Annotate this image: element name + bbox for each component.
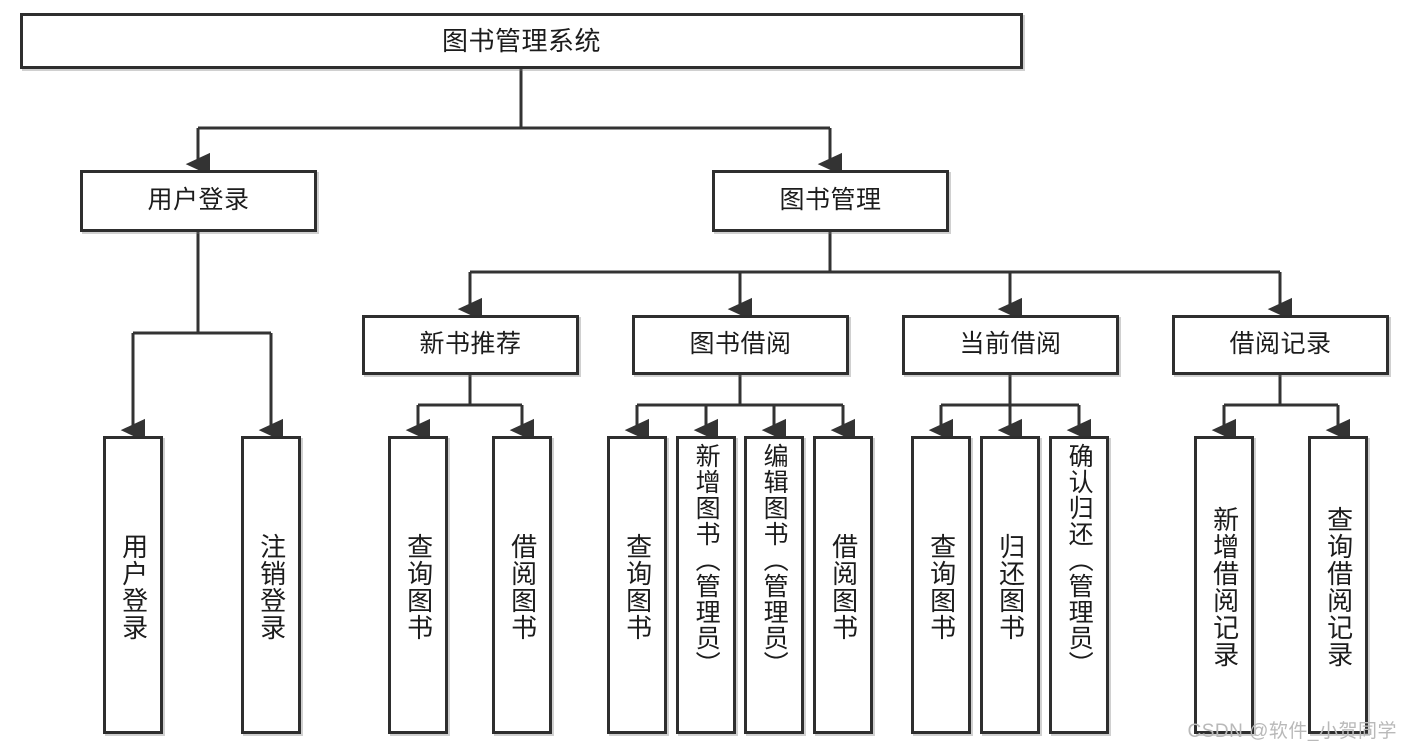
node-book-borrow-label: 图书借阅 bbox=[689, 330, 792, 359]
node-book-management-label: 图书管理 bbox=[779, 186, 882, 215]
leaf-cb-query-book-label: 查询图书 bbox=[926, 533, 957, 641]
leaf-br-query-record-label: 查询借阅记录 bbox=[1323, 506, 1354, 668]
node-book-management[interactable]: 图书管理 bbox=[712, 170, 949, 232]
node-user-login[interactable]: 用户登录 bbox=[80, 170, 317, 232]
leaf-user-login-label: 用户登录 bbox=[118, 533, 149, 641]
node-book-borrow[interactable]: 图书借阅 bbox=[632, 315, 849, 375]
leaf-bb-borrow-book[interactable]: 借阅图书 bbox=[813, 436, 873, 734]
node-root-system[interactable]: 图书管理系统 bbox=[20, 13, 1023, 69]
leaf-bb-query-book[interactable]: 查询图书 bbox=[607, 436, 667, 734]
leaf-nb-query-book[interactable]: 查询图书 bbox=[388, 436, 448, 734]
node-user-login-label: 用户登录 bbox=[147, 186, 250, 215]
leaf-cb-query-book[interactable]: 查询图书 bbox=[911, 436, 971, 734]
node-current-borrow[interactable]: 当前借阅 bbox=[902, 315, 1119, 375]
node-current-borrow-label: 当前借阅 bbox=[959, 330, 1062, 359]
leaf-cb-confirm-return[interactable]: 确认归还（管理员） bbox=[1049, 436, 1109, 734]
leaf-cb-return-book[interactable]: 归还图书 bbox=[980, 436, 1040, 734]
leaf-bb-add-book[interactable]: 新增图书（管理员） bbox=[676, 436, 736, 734]
node-borrow-record[interactable]: 借阅记录 bbox=[1172, 315, 1389, 375]
leaf-cb-return-book-label: 归还图书 bbox=[995, 533, 1026, 641]
node-root-system-label: 图书管理系统 bbox=[441, 25, 601, 56]
leaf-br-query-record[interactable]: 查询借阅记录 bbox=[1308, 436, 1368, 734]
leaf-nb-borrow-book[interactable]: 借阅图书 bbox=[492, 436, 552, 734]
leaf-bb-edit-book-label: 编辑图书（管理员） bbox=[760, 443, 789, 677]
leaf-logout-label: 注销登录 bbox=[256, 533, 287, 641]
node-new-book-recommend-label: 新书推荐 bbox=[419, 330, 522, 359]
leaf-nb-query-book-label: 查询图书 bbox=[403, 533, 434, 641]
leaf-logout[interactable]: 注销登录 bbox=[241, 436, 301, 734]
leaf-bb-borrow-book-label: 借阅图书 bbox=[828, 533, 859, 641]
leaf-br-add-record-label: 新增借阅记录 bbox=[1209, 506, 1240, 668]
node-new-book-recommend[interactable]: 新书推荐 bbox=[362, 315, 579, 375]
leaf-bb-add-book-label: 新增图书（管理员） bbox=[692, 443, 721, 677]
leaf-bb-edit-book[interactable]: 编辑图书（管理员） bbox=[744, 436, 804, 734]
leaf-br-add-record[interactable]: 新增借阅记录 bbox=[1194, 436, 1254, 734]
leaf-user-login[interactable]: 用户登录 bbox=[103, 436, 163, 734]
node-borrow-record-label: 借阅记录 bbox=[1229, 330, 1332, 359]
leaf-bb-query-book-label: 查询图书 bbox=[622, 533, 653, 641]
leaf-nb-borrow-book-label: 借阅图书 bbox=[507, 533, 538, 641]
leaf-cb-confirm-return-label: 确认归还（管理员） bbox=[1065, 443, 1094, 677]
